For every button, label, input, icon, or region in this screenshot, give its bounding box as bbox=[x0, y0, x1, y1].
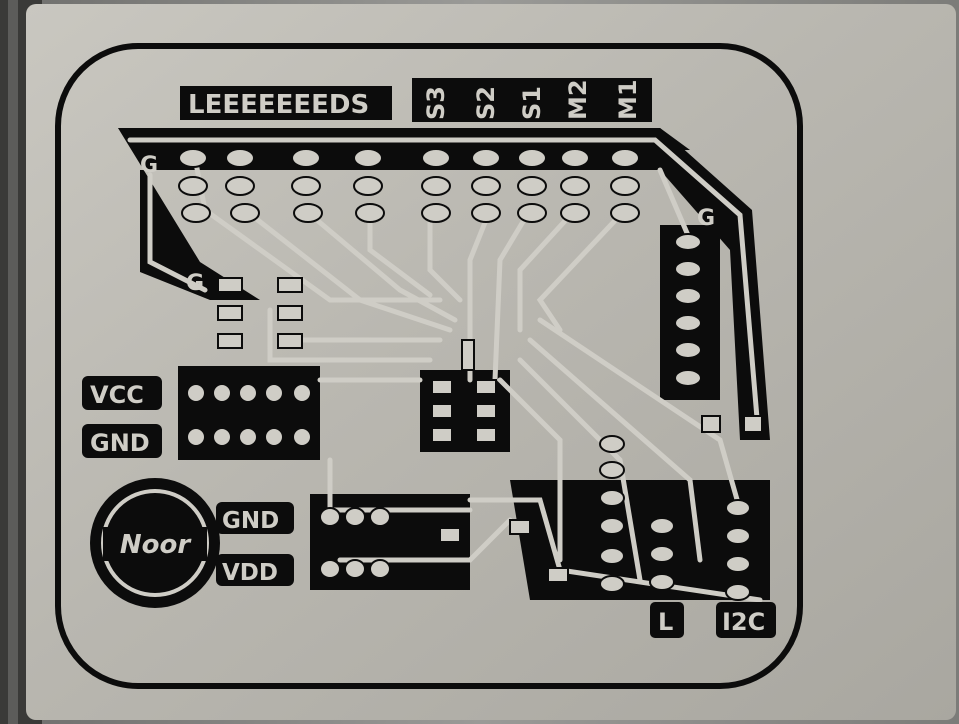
label-s2: S2 bbox=[472, 86, 500, 120]
smd-pads-left bbox=[217, 277, 303, 349]
board-outline bbox=[55, 43, 803, 689]
gnd-label: GND bbox=[90, 429, 150, 457]
right-header-pads bbox=[674, 233, 763, 433]
logo-text: Noor bbox=[120, 530, 192, 560]
power-labels: VCC GND bbox=[82, 376, 162, 458]
silkscreen: LEEEEEEEDS S3 S2 S1 M2 M1 bbox=[188, 79, 642, 120]
label-s3: S3 bbox=[422, 86, 450, 120]
supply-pads bbox=[319, 507, 569, 583]
ground-mark-left: G bbox=[186, 271, 204, 296]
power-pads bbox=[186, 383, 312, 447]
label-m2: M2 bbox=[564, 79, 592, 120]
ground-marks: G G G bbox=[140, 153, 715, 296]
leds-label: LEEEEEEEDS bbox=[188, 90, 369, 120]
corner-labels: L I2C bbox=[650, 602, 776, 638]
label-m1: M1 bbox=[614, 79, 642, 120]
ground-mark-top-left: G bbox=[140, 153, 158, 178]
vcc-label: VCC bbox=[90, 381, 144, 409]
ground-mark-right: G bbox=[697, 206, 715, 231]
lower-connector-pads bbox=[599, 435, 751, 601]
smd-pads-middle bbox=[431, 339, 497, 443]
supply-vdd-label: VDD bbox=[222, 560, 278, 586]
i2c-label: I2C bbox=[722, 608, 765, 636]
led-pad-matrix bbox=[178, 148, 640, 223]
l-label: L bbox=[658, 608, 673, 636]
supply-gnd-label: GND bbox=[222, 508, 279, 534]
supply-labels: GND VDD bbox=[216, 502, 294, 586]
noor-logo: Noor bbox=[90, 478, 220, 608]
label-s1: S1 bbox=[518, 86, 546, 120]
